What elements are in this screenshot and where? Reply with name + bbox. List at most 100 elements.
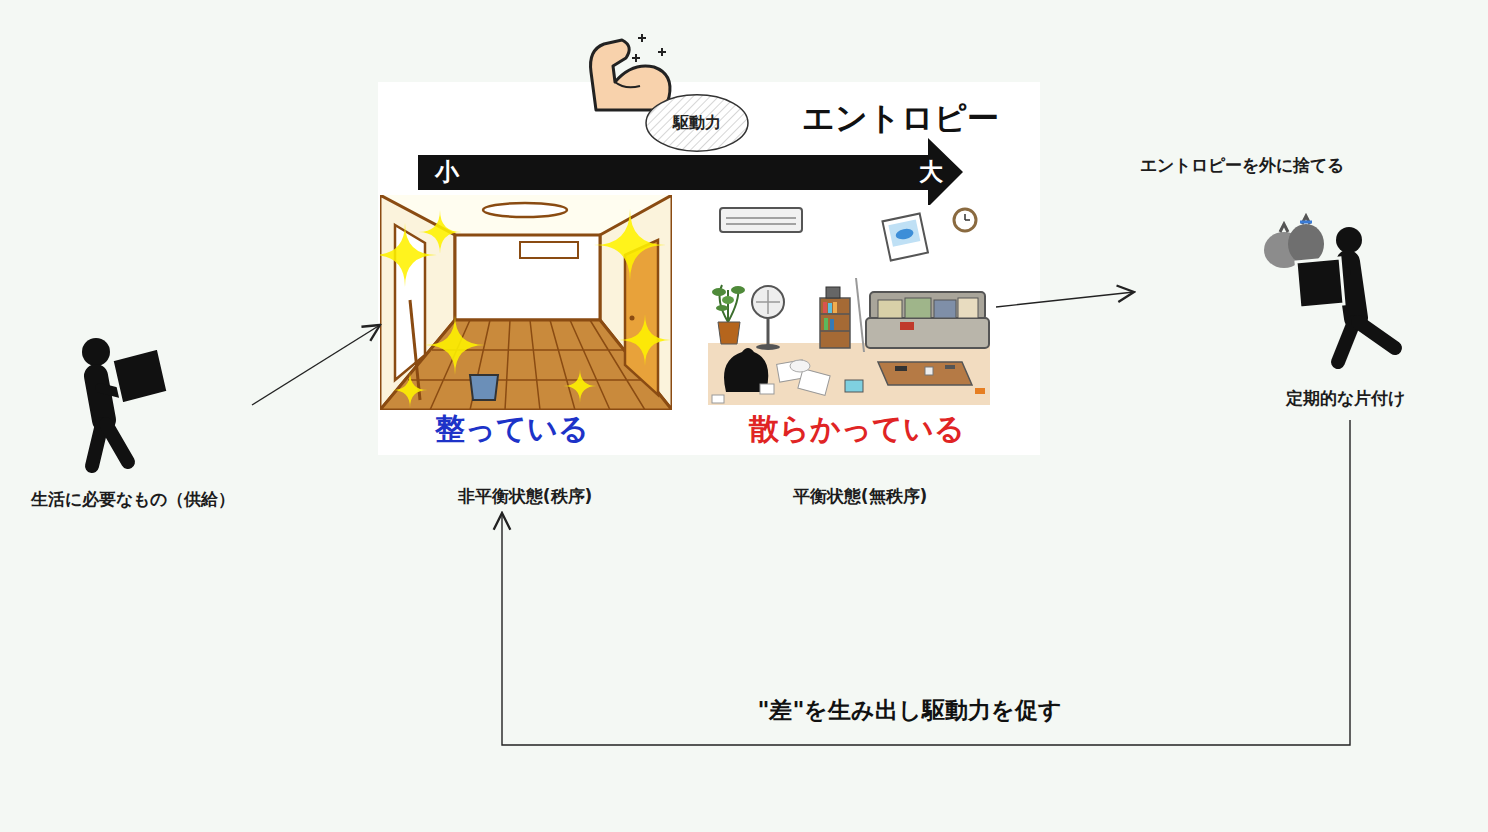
- messy-room-part: [760, 384, 774, 394]
- messy-room-part: [925, 367, 933, 375]
- messy-room-part: [900, 322, 914, 330]
- messy-room-part: [752, 286, 784, 318]
- muscle-icon-part: [615, 82, 640, 87]
- clean-room-part: [630, 316, 635, 321]
- messy-room-part: [958, 298, 978, 318]
- messy-room-part: [712, 288, 726, 296]
- messy-room-part: [708, 205, 990, 405]
- supply-person-icon-part: [82, 338, 110, 366]
- clean-room-part: [418, 210, 462, 254]
- messy-room-part: [824, 318, 828, 330]
- messy-room-part: [882, 213, 927, 260]
- node-caption: 生活に必要なもの（供給）: [31, 489, 235, 509]
- clean-room-part: [563, 369, 597, 403]
- clean-room-part: [380, 195, 672, 410]
- connector-arrow: [502, 420, 1350, 745]
- muscle-icon: [591, 34, 670, 110]
- messy-room-part: [712, 395, 724, 403]
- messy-room-part: [954, 209, 976, 231]
- state-caption: 平衡状態(無秩序): [793, 486, 928, 506]
- messy-room-part: [756, 344, 780, 350]
- clean-room-part: [380, 209, 671, 408]
- messy-room-part: [945, 365, 955, 369]
- messy-room-part: [895, 366, 907, 371]
- edge-label: "差"を生み出し駆動力を促す: [758, 697, 1063, 725]
- supply-node: 生活に必要なもの（供給）: [16, 330, 252, 520]
- messy-room-part: [731, 286, 745, 294]
- axis-title: エントロピー: [802, 99, 999, 137]
- messy-room-part: [866, 318, 989, 348]
- state-caption: 非平衡状態(秩序): [458, 486, 593, 506]
- messy-room-part: [934, 300, 956, 318]
- messy-room-part: [722, 296, 734, 304]
- cleanup-person-icon-part: [1280, 216, 1310, 232]
- axis-end-label: 大: [919, 158, 943, 187]
- supply-person-icon-part: [96, 376, 104, 420]
- messy-room-part: [790, 360, 810, 372]
- messy-room: [708, 205, 990, 405]
- cleanup-person-icon-part: [1300, 221, 1312, 224]
- clean-room: [380, 195, 672, 410]
- clean-room-part: [483, 203, 567, 217]
- state-heading: 整っている: [435, 411, 589, 447]
- supply-person-icon-part: [112, 348, 168, 404]
- cleanup-person-icon: [1264, 216, 1395, 362]
- supply-person-icon: [82, 338, 168, 466]
- clean-room-part: [520, 242, 578, 258]
- axis-end-label-box: 大: [919, 158, 943, 187]
- muscle-icon-part: [591, 40, 670, 110]
- state-heading: 散らかっている: [749, 411, 965, 447]
- clean-room-part: [470, 375, 498, 400]
- clean-room-part: [408, 320, 652, 410]
- messy-room-part: [823, 302, 827, 313]
- messy-room-part: [820, 314, 850, 331]
- ellipse-border: [646, 95, 748, 151]
- clean-room-part: [392, 372, 428, 408]
- messy-room-part: [845, 380, 863, 392]
- node-caption: 定期的な片付け: [1286, 388, 1405, 408]
- disordered-room-node: 散らかっている平衡状態(無秩序): [706, 200, 996, 513]
- clean-room-part: [619, 314, 671, 366]
- axis-title-box: エントロピー: [802, 99, 999, 137]
- ordered-room-node: 整っている非平衡状態(秩序): [380, 195, 672, 513]
- messy-room-part: [716, 305, 728, 311]
- messy-room-part: [708, 343, 990, 405]
- node-caption: エントロピーを外に捨てる: [1140, 155, 1344, 175]
- messy-room-part: [870, 292, 985, 320]
- cleanup-person-icon-part: [1288, 224, 1324, 264]
- messy-room-part: [905, 298, 931, 318]
- messy-room-part: [767, 318, 770, 345]
- clean-room-part: [425, 315, 485, 375]
- messy-room-part: [888, 219, 920, 246]
- messy-room-part: [965, 214, 970, 220]
- messy-room-part: [828, 303, 832, 313]
- messy-room-part: [756, 290, 780, 314]
- messy-room-part: [726, 218, 796, 224]
- messy-room-part: [720, 208, 802, 232]
- axis-end-label-box: 小: [435, 158, 459, 187]
- cleanup-node: エントロピーを外に捨てる定期的な片付け: [1134, 149, 1411, 420]
- messy-room-part: [882, 213, 927, 260]
- cleanup-person-icon-part: [1338, 322, 1354, 362]
- messy-room-part: [856, 278, 864, 352]
- supply-person-icon-part: [106, 424, 128, 462]
- messy-room-part: [878, 300, 902, 318]
- supply-person-icon-part: [92, 424, 102, 466]
- cleanup-person-icon-part: [1358, 322, 1395, 348]
- messy-room-part: [798, 369, 830, 396]
- driving-force-ellipse: 駆動力: [645, 93, 749, 153]
- panel: [378, 82, 1040, 455]
- messy-room-part: [975, 388, 985, 394]
- messy-room-part: [718, 322, 740, 344]
- cleanup-person-icon-part: [1336, 227, 1362, 253]
- axis-end-label: 小: [435, 158, 459, 187]
- muscle-icon-part: [632, 34, 666, 62]
- clean-room-part: [594, 209, 666, 281]
- ellipse-fill: [646, 95, 748, 151]
- clean-room-part: [455, 235, 600, 320]
- messy-room-part: [826, 287, 840, 298]
- messy-room-part: [878, 362, 972, 385]
- messy-room-part: [820, 298, 850, 348]
- cleanup-person-icon-part: [1296, 258, 1344, 308]
